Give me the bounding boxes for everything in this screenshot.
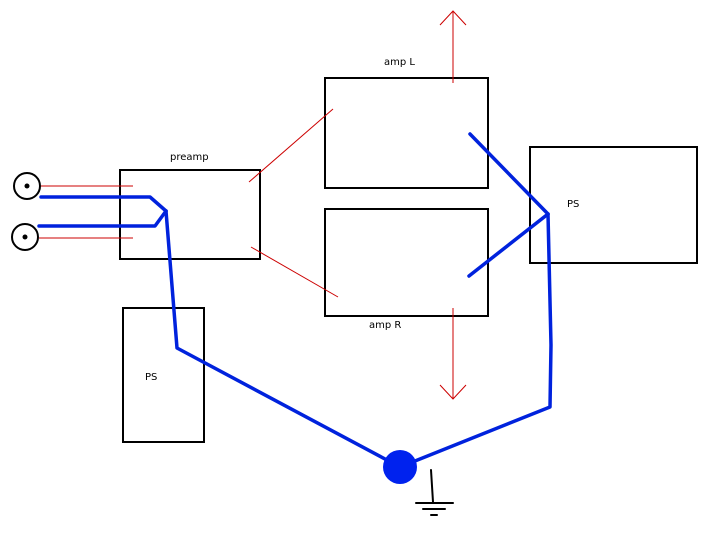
output-arrow-up-head [439,10,467,26]
component-boxes [119,77,698,443]
ground-ps-to-star [398,212,553,469]
preamp-label: preamp [170,152,209,163]
preamp-box [119,169,261,260]
input-jack-bottom [11,223,39,251]
amp-right-box [324,208,489,317]
ground-input-top [39,195,168,213]
amp-right-label: amp R [369,320,402,331]
jack-pin-top [24,183,30,189]
output-arrow-down-head [439,384,467,400]
output-arrow-down [439,308,467,400]
jack-pin-bottom [22,234,28,240]
star-ground-node [383,450,417,484]
ps-main-box [529,146,698,264]
earth-lead [430,469,434,503]
ground-preamp-to-star [164,209,402,469]
ps-preamp-label: PS [145,372,158,383]
jack-ring-bottom [11,223,39,251]
ground-input-bottom [37,209,168,228]
jack-ring-top [13,172,41,200]
signal-wires [39,108,339,298]
input-jack-top [13,172,41,200]
signal-preamp-to-amp-left [248,108,334,183]
signal-preamp-to-amp-right [250,246,339,298]
amp-left-box [324,77,489,189]
ps-main-label: PS [567,199,580,210]
ground-amp-right-to-ps [467,212,550,278]
output-arrow-up [439,10,467,83]
ps-preamp-box [122,307,205,443]
amp-left-label: amp L [384,57,415,68]
ground-amp-left-to-ps [468,132,550,216]
ground-wires [37,132,553,469]
earth-ground-icon [415,469,454,516]
